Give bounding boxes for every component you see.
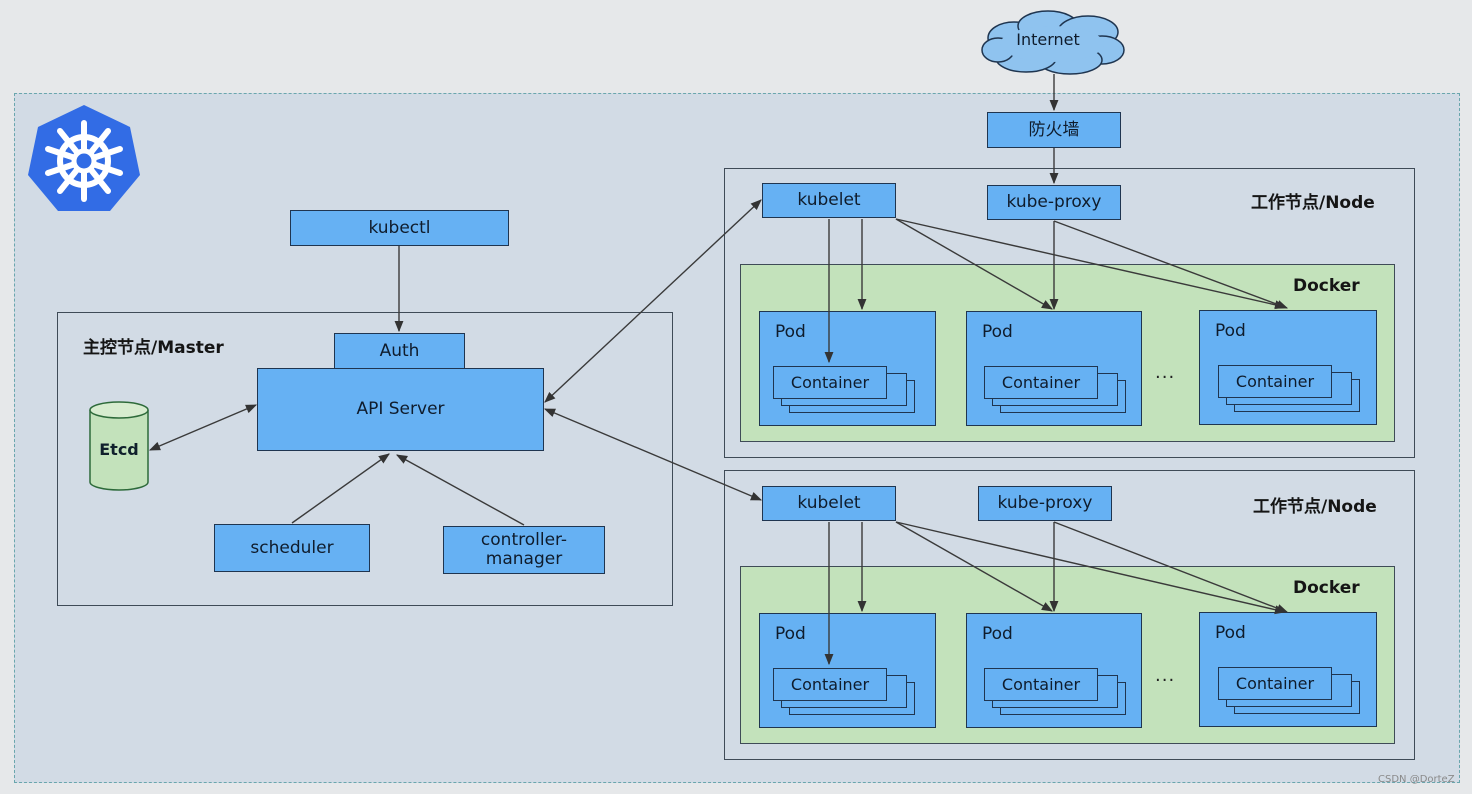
auth-box: Auth (334, 333, 465, 369)
pod-label: Pod (775, 322, 806, 342)
pod-label: Pod (1215, 623, 1246, 643)
etcd-label: Etcd (99, 439, 139, 459)
worker-node-2-region (724, 470, 1415, 760)
kubelet-box: kubelet (762, 486, 896, 521)
kube-proxy-box: kube-proxy (987, 185, 1121, 220)
scheduler-box: scheduler (214, 524, 370, 572)
kubelet-box: kubelet (762, 183, 896, 218)
container-box: Container (1218, 667, 1332, 700)
arrow-scheduler-api (291, 453, 390, 524)
firewall-box: 防火墙 (987, 112, 1121, 148)
container-box: Container (1218, 365, 1332, 398)
master-node-title: 主控节点/Master (83, 338, 224, 358)
worker-node-1-title: 工作节点/Node (1251, 193, 1375, 213)
internet-label: Internet (1016, 29, 1080, 49)
arrow-controller-api (396, 454, 525, 526)
container-box: Container (984, 668, 1098, 701)
container-box: Container (773, 366, 887, 399)
pod-label: Pod (982, 322, 1013, 342)
watermark: CSDN @DorteZ (1378, 774, 1455, 785)
arrow-etcd-api (148, 404, 258, 451)
more-pods-ellipsis: ··· (1155, 367, 1176, 388)
internet-cloud-icon (981, 10, 1125, 75)
pod-label: Pod (982, 624, 1013, 644)
kubernetes-logo-icon (28, 105, 140, 211)
pod-label: Pod (1215, 321, 1246, 341)
etcd-database-icon (89, 401, 149, 491)
kube-proxy-box: kube-proxy (978, 486, 1112, 521)
docker-title: Docker (1293, 578, 1360, 598)
pod-label: Pod (775, 624, 806, 644)
container-box: Container (773, 668, 887, 701)
kubectl-box: kubectl (290, 210, 509, 246)
worker-node-2-title: 工作节点/Node (1253, 497, 1377, 517)
more-pods-ellipsis: ··· (1155, 670, 1176, 691)
docker-title: Docker (1293, 276, 1360, 296)
controller-manager-box: controller- manager (443, 526, 605, 574)
arrow-api-kubelet-2 (543, 408, 763, 501)
container-box: Container (984, 366, 1098, 399)
api-server-box: API Server (257, 368, 544, 451)
arrow-api-kubelet-1 (544, 199, 762, 403)
